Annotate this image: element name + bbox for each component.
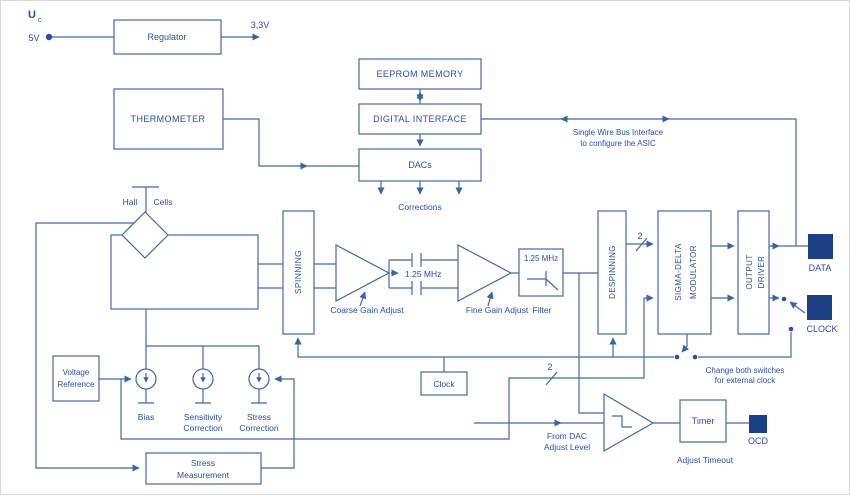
clock-pin-label: CLOCK (806, 324, 837, 334)
comparator (603, 392, 655, 453)
arrow-coarse-gain (359, 291, 367, 307)
ocd-pad (749, 415, 767, 433)
fine-amplifier (457, 244, 513, 302)
voltage-ref-label-2: Reference (58, 380, 95, 389)
ground-bias (138, 389, 154, 404)
capacitor-top (411, 253, 422, 267)
bus-width-bottom-label: 2 (547, 362, 552, 372)
bus-note-line2: to configure the ASIC (580, 139, 656, 148)
cells-label: Cells (154, 197, 173, 207)
wire-single-wire-bus (481, 118, 797, 246)
thermometer-block (113, 88, 224, 150)
clock-switch-blade (789, 301, 806, 314)
wire-adjust-bus (120, 294, 654, 440)
switch-note-line1: Change both switches (706, 366, 785, 375)
signal-chain-group: SPINNING Coarse Gain Adjust 1.25 MHz Fin… (282, 210, 838, 385)
bus-note-line1: Single Wire Bus Interface (573, 128, 664, 137)
spinning-block (282, 210, 315, 335)
stress-measurement-block (145, 452, 262, 485)
filter-label: Filter (533, 305, 552, 315)
output-driver-block (737, 210, 770, 335)
bus-slash-bottom (545, 371, 558, 386)
clock-block (420, 371, 468, 396)
switch-note-line2: for external clock (715, 376, 776, 385)
bias-label: Bias (138, 412, 155, 422)
wire-signal-to-comparator (578, 273, 604, 414)
wire-loop-stress-measurement (35, 222, 140, 472)
input-voltage-label: 5V (28, 33, 39, 43)
bias-group: Voltage Reference Bias Sensitivity Corre… (52, 355, 279, 485)
clock-label: Clock (433, 379, 455, 389)
hall-cell-group: Hall Cells (110, 197, 259, 310)
dacs-label: DACs (408, 160, 432, 170)
ground-stress (251, 389, 267, 404)
power-group: U c 5V Regulator 3,3V (28, 9, 270, 55)
coarse-gain-label: Coarse Gain Adjust (330, 305, 404, 315)
ground-sensitivity (195, 389, 211, 404)
lowpass-glyph (527, 271, 559, 291)
timer-label: Timer (692, 416, 715, 426)
digital-interface-label: DIGITAL INTERFACE (373, 114, 467, 124)
chopper-freq-label: 1.25 MHz (405, 269, 441, 279)
switch-contact-external (692, 354, 698, 360)
output-driver-label-1: OUTPUT (745, 254, 754, 289)
sigma-delta-label-1: SIGMA-DELTA (674, 243, 683, 301)
coarse-amplifier (335, 244, 391, 302)
stress-meas-label-1: Stress (191, 458, 215, 468)
supply-symbol: U (28, 9, 36, 21)
arrow-fine-gain (486, 291, 494, 307)
comparator-step-glyph (612, 415, 632, 428)
wire-external-clock (698, 332, 792, 358)
filter-freq-label: 1.25 MHz (524, 254, 558, 263)
wire-stressmeas-stresscorr (261, 375, 295, 469)
voltage-reference-block (52, 355, 100, 402)
from-dac-label-2: Adjust Level (544, 442, 590, 452)
output-voltage-label: 3,3V (251, 20, 270, 30)
ocd-label: OCD (748, 436, 769, 446)
sensitivity-label-1: Sensitivity (184, 412, 223, 422)
sigma-switch-blade (681, 344, 689, 353)
regulator-block (113, 19, 222, 55)
supply-node-dot (45, 33, 53, 41)
thermometer-label: THERMOMETER (131, 114, 206, 124)
clock-switch-contact-top (781, 296, 787, 302)
hall-label: Hall (123, 197, 138, 207)
wire-thermometer-dacs (223, 118, 359, 167)
spinning-label: SPINNING (293, 250, 303, 294)
despinning-label: DESPINNING (608, 245, 617, 299)
output-driver-label-2: DRIVER (757, 256, 766, 289)
sigma-delta-block (657, 210, 712, 335)
sigma-delta-label-2: MODULATOR (689, 245, 698, 299)
supply-symbol-sub: c (38, 17, 42, 24)
stress-corr-label-1: Stress (247, 412, 271, 422)
timer-block (679, 399, 727, 443)
voltage-ref-label-1: Voltage (63, 368, 90, 377)
from-dac-label-1: From DAC (547, 431, 587, 441)
despinning-block (597, 210, 627, 335)
data-pad (808, 234, 833, 259)
clock-ocd-group: Clock 2 From DAC Adjust Level Timer OCD … (420, 362, 769, 465)
clock-pad (807, 295, 832, 320)
hall-element-diamond (121, 211, 169, 259)
dacs-block (358, 148, 482, 182)
sensitivity-label-2: Correction (183, 423, 222, 433)
bus-width-top-label: 2 (637, 231, 642, 241)
eeprom-label: EEPROM MEMORY (376, 69, 463, 79)
adjust-timeout-label: Adjust Timeout (677, 455, 734, 465)
regulator-label: Regulator (147, 32, 186, 42)
clock-switch-contact-bottom (788, 326, 794, 332)
digital-group: THERMOMETER EEPROM MEMORY DIGITAL INTERF… (113, 58, 664, 212)
corrections-label: Corrections (398, 202, 441, 212)
stress-corr-label-2: Correction (239, 423, 278, 433)
switch-contact-internal (674, 354, 680, 360)
digital-interface-block (358, 103, 482, 135)
eeprom-block (358, 58, 482, 90)
fine-gain-label: Fine Gain Adjust (466, 305, 529, 315)
capacitor-bottom (411, 281, 422, 295)
stress-meas-label-2: Measurement (177, 470, 230, 480)
bus-slash-top (635, 237, 648, 252)
data-pin-label: DATA (809, 263, 832, 273)
